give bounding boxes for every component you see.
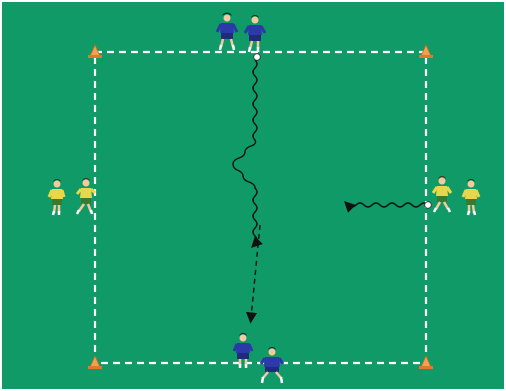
grass-field [2, 2, 504, 389]
drill-diagram [0, 0, 506, 391]
pitch-canvas [0, 0, 506, 391]
